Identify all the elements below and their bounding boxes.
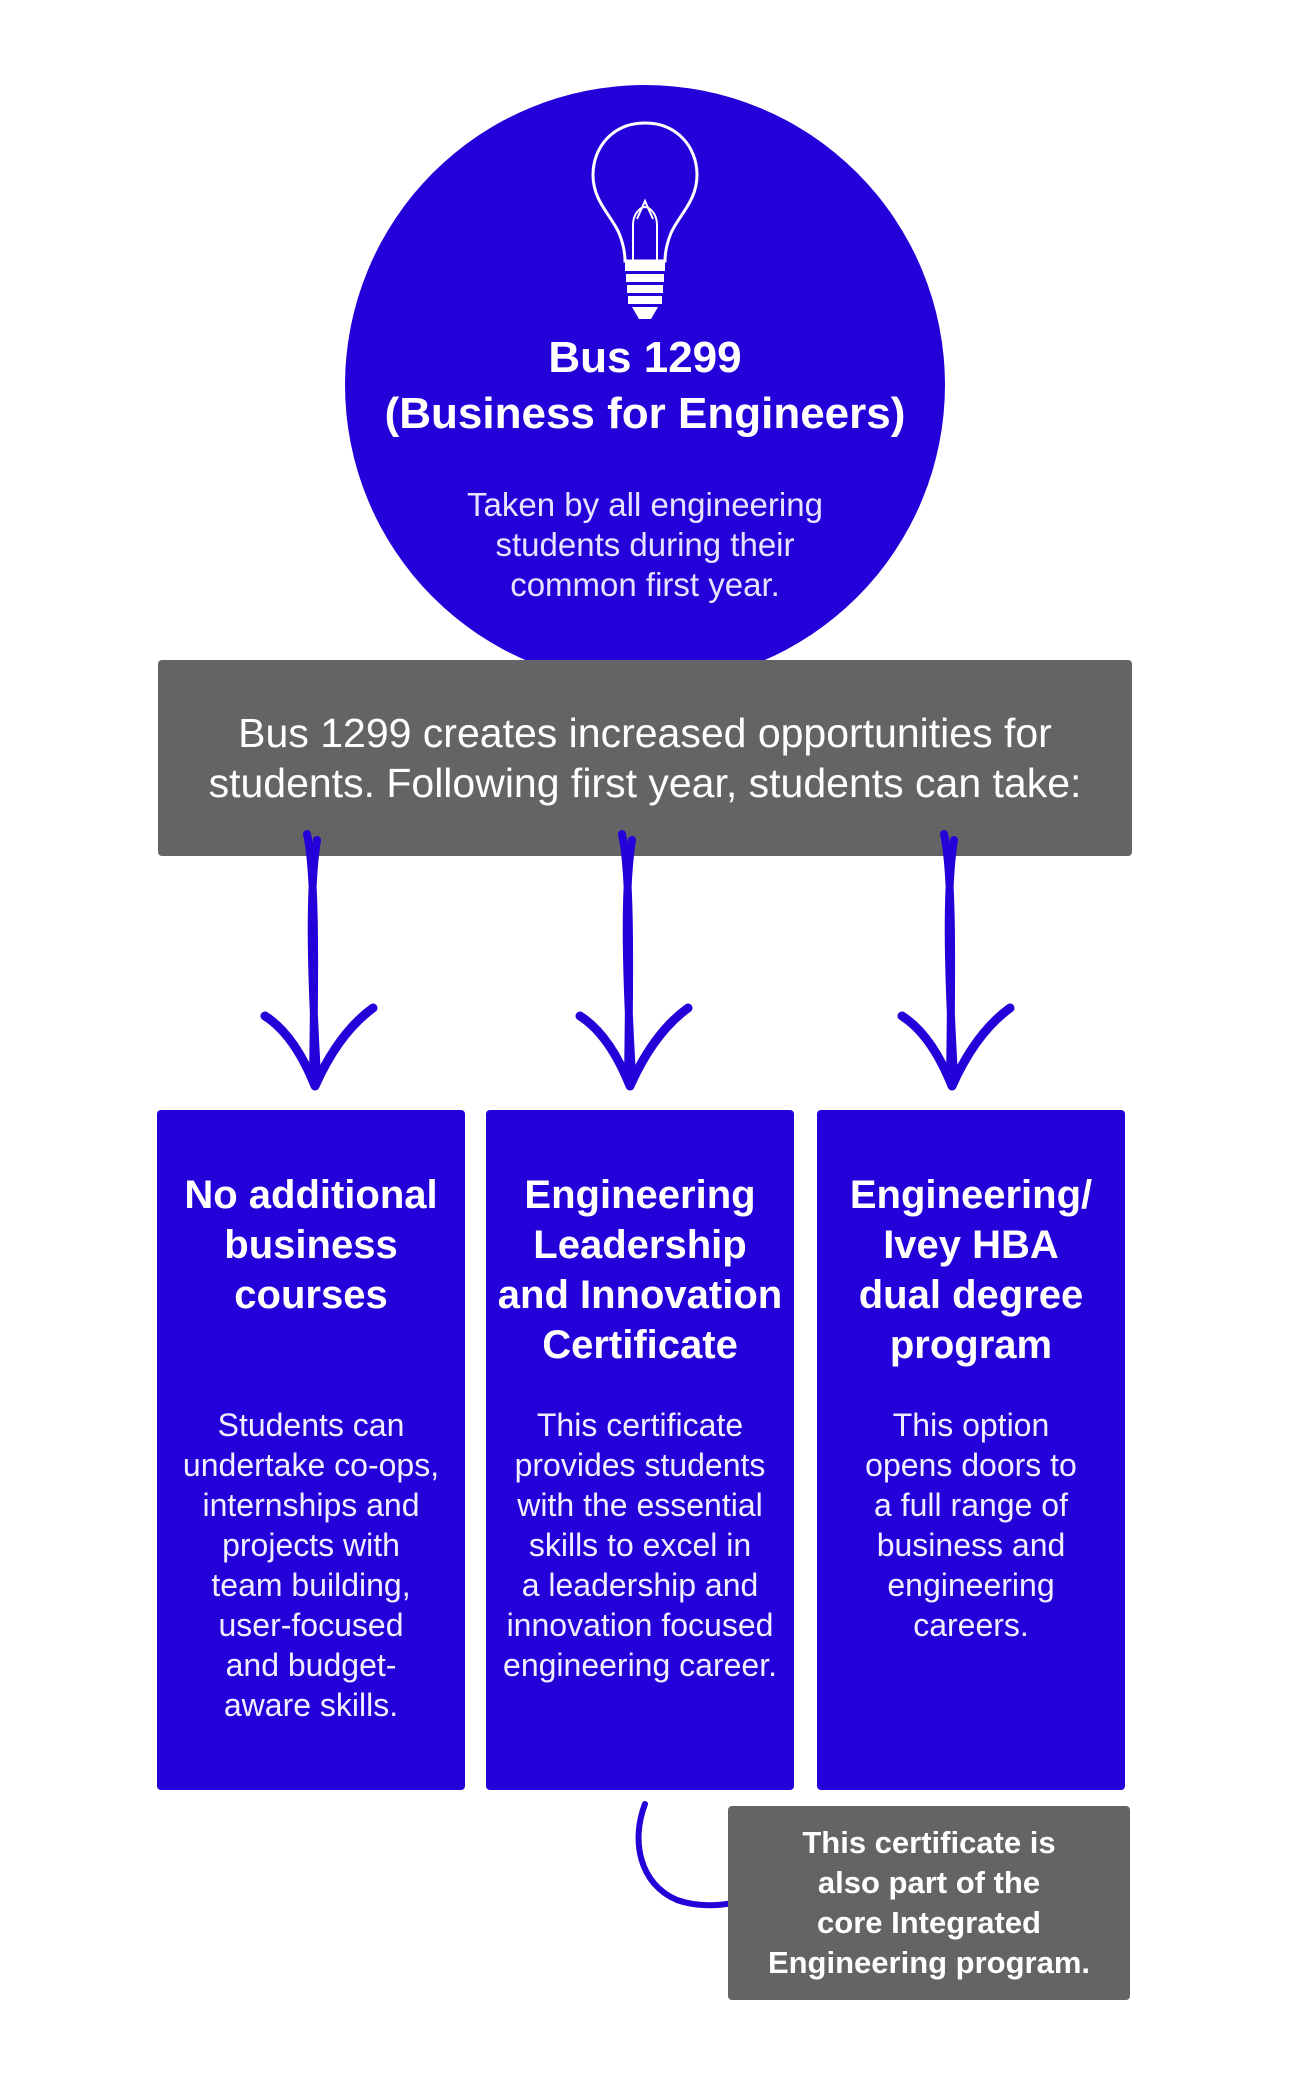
option-title: Engineering Leadership and Innovation Ce… xyxy=(494,1170,786,1370)
option-description-line: aware skills. xyxy=(223,1687,399,1723)
option-description-line: business and xyxy=(876,1527,1066,1563)
opportunities-banner: Bus 1299 creates increased opportunities… xyxy=(158,660,1132,856)
option-description-line: team building, xyxy=(211,1567,411,1603)
option-description-line: engineering xyxy=(887,1567,1055,1603)
arrow-down-icon xyxy=(897,830,1015,1091)
option-title: Engineering/ Ivey HBA dual degree progra… xyxy=(825,1170,1117,1370)
course-circle: Bus 1299 (Business for Engineers) Taken … xyxy=(345,85,945,685)
option-title-line: No additional xyxy=(184,1173,438,1217)
option-title-line: Ivey HBA xyxy=(883,1223,1059,1267)
option-title: No additional business courses xyxy=(165,1170,457,1320)
integrated-engineering-note: This certificate is also part of the cor… xyxy=(728,1806,1130,2000)
option-title-line: Engineering/ xyxy=(849,1173,1093,1217)
option-title-line: dual degree xyxy=(858,1273,1084,1317)
option-description: This certificate provides students with … xyxy=(500,1405,780,1685)
option-description-line: internships and xyxy=(202,1487,420,1523)
option-description-line: Students can xyxy=(217,1407,405,1443)
option-card-leadership-certificate: Engineering Leadership and Innovation Ce… xyxy=(486,1110,794,1790)
course-title-line: (Business for Engineers) xyxy=(384,389,906,438)
arrow-down-icon xyxy=(260,830,378,1091)
option-description-line: innovation focused xyxy=(506,1607,774,1643)
banner-line: Bus 1299 creates increased opportunities… xyxy=(238,710,1052,756)
arrow-down-icon xyxy=(575,830,693,1091)
option-description-line: and budget- xyxy=(225,1647,397,1683)
option-description-line: undertake co-ops, xyxy=(182,1447,440,1483)
option-title-line: program xyxy=(889,1323,1053,1367)
lightbulb-icon xyxy=(591,121,699,319)
option-description-line: This option xyxy=(892,1407,1050,1443)
option-description: Students can undertake co-ops, internshi… xyxy=(171,1405,451,1725)
option-description-line: engineering career. xyxy=(503,1647,777,1683)
banner-line: students. Following first year, students… xyxy=(208,760,1082,806)
option-description-line: provides students xyxy=(514,1447,766,1483)
option-title-line: business xyxy=(224,1223,398,1267)
option-description-line: This certificate xyxy=(536,1407,744,1443)
note-line: core Integrated xyxy=(817,1905,1041,1940)
course-subtitle-line: common first year. xyxy=(510,566,780,603)
option-description-line: a leadership and xyxy=(521,1567,759,1603)
course-title-line: Bus 1299 xyxy=(548,333,742,382)
option-description-line: opens doors to xyxy=(865,1447,1077,1483)
option-title-line: and Innovation xyxy=(497,1273,783,1317)
option-description-line: skills to excel in xyxy=(528,1527,752,1563)
note-line: also part of the xyxy=(817,1865,1041,1900)
option-title-line: Leadership xyxy=(533,1223,747,1267)
option-card-no-additional-courses: No additional business courses Students … xyxy=(157,1110,465,1790)
course-subtitle-line: students during their xyxy=(495,526,795,563)
option-title-line: Certificate xyxy=(542,1323,738,1367)
option-description-line: with the essential xyxy=(517,1487,763,1523)
option-description: This option opens doors to a full range … xyxy=(831,1405,1111,1645)
note-line: Engineering program. xyxy=(767,1945,1091,1980)
option-title-line: courses xyxy=(234,1273,388,1317)
note-line: This certificate is xyxy=(802,1825,1056,1860)
course-title: Bus 1299 (Business for Engineers) xyxy=(365,330,925,442)
option-title-line: Engineering xyxy=(524,1173,756,1217)
course-subtitle: Taken by all engineering students during… xyxy=(435,485,855,605)
option-card-dual-degree: Engineering/ Ivey HBA dual degree progra… xyxy=(817,1110,1125,1790)
option-description-line: projects with xyxy=(222,1527,400,1563)
option-description-line: careers. xyxy=(913,1607,1029,1643)
course-subtitle-line: Taken by all engineering xyxy=(467,486,823,523)
option-description-line: user-focused xyxy=(218,1607,404,1643)
option-description-line: a full range of xyxy=(874,1487,1068,1523)
